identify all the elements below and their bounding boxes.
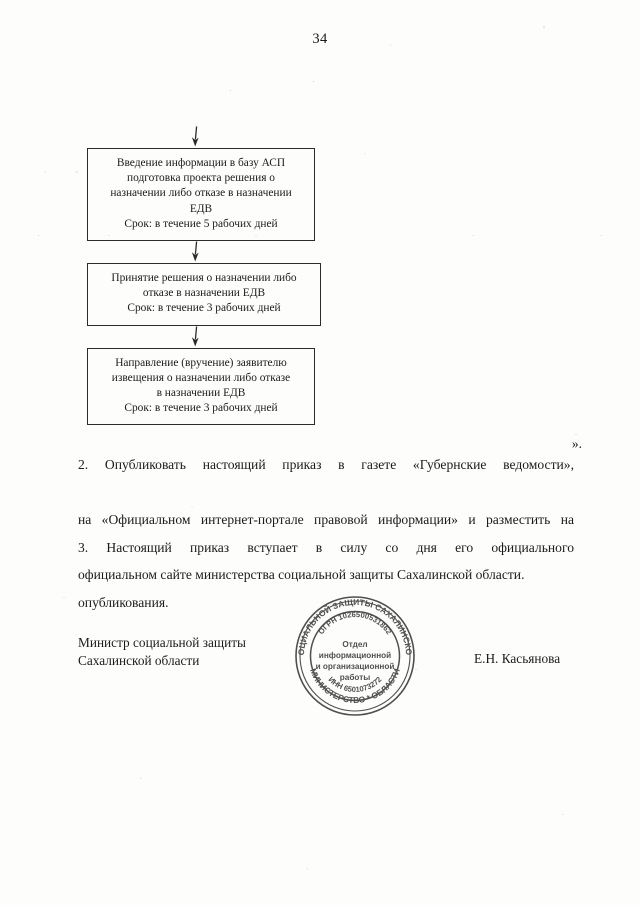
paragraph-2-line-3: официальном сайте министерства социально… (78, 566, 525, 582)
flow-box-1-line-2: подготовка проекта решения о (127, 172, 275, 185)
flow-arrow-0 (87, 126, 322, 148)
flow-box-1-line-4: ЕДВ (189, 202, 213, 215)
paragraph-2-line-2: на «Официальном интернет-портале правово… (78, 511, 574, 527)
closing-quotation-mark: ». (571, 436, 582, 451)
flow-box-notification: Направление (вручение) заявителю извещен… (87, 347, 315, 426)
stamp-center-line-3: и организационной (316, 662, 395, 671)
flow-box-1-line-1: Введение информации в базу АСП (116, 157, 286, 169)
flow-box-data-entry: Введение информации в базу АСП подготовк… (87, 148, 315, 242)
stamp-seal-icon: СОЦИАЛЬНОЙ ЗАЩИТЫ САХАЛИНСКОЙ МИНИСТЕРСТ… (291, 592, 415, 716)
stamp-center-line-4: работы (340, 672, 370, 682)
flow-box-2-line-2: отказе в назначении ЕДВ (142, 287, 266, 300)
signatory-title-line-1: Министр социальной защиты (78, 635, 246, 650)
paragraph-3-line-2: опубликования. (78, 594, 169, 610)
official-round-stamp: СОЦИАЛЬНОЙ ЗАЩИТЫ САХАЛИНСКОЙ МИНИСТЕРСТ… (291, 592, 419, 720)
stamp-center-line-2: информационной (319, 651, 391, 660)
flow-box-2-line-1: Принятие решения о назначении либо (111, 272, 297, 285)
flow-arrow-2 (87, 326, 322, 348)
paragraph-item-2: 2. Опубликовать настоящий приказ в газет… (78, 451, 574, 588)
arrow-down-icon (191, 126, 199, 147)
process-flowchart: Введение информации в базу АСП подготовк… (87, 126, 322, 426)
signature-title-block: Министр социальной защиты Сахалинской об… (78, 634, 246, 669)
flow-box-decision: Принятие решения о назначении либо отказ… (87, 263, 321, 326)
flow-arrow-1 (87, 241, 322, 263)
flow-box-1-line-3: назначении либо отказе в назначении (110, 187, 292, 200)
page-number: 34 (312, 31, 328, 47)
flow-box-1-line-5: Срок: в течение 5 рабочих дней (124, 217, 278, 230)
flow-box-3-line-3: в назначении ЕДВ (156, 387, 246, 400)
signatory-name: Е.Н. Касьянова (474, 651, 561, 666)
flow-box-3-line-1: Направление (вручение) заявителю (115, 356, 287, 369)
flow-box-3-line-4: Срок: в течение 3 рабочих дней (124, 402, 278, 415)
stamp-center-line-1: Отдел (342, 640, 367, 649)
paragraph-3-line-1: 3. Настоящий приказ вступает в силу со д… (78, 540, 574, 555)
arrow-down-icon (191, 241, 199, 262)
paragraph-2-line-1: 2. Опубликовать настоящий приказ в газет… (78, 457, 574, 472)
paragraph-item-3: 3. Настоящий приказ вступает в силу со д… (78, 534, 574, 616)
arrow-down-icon (191, 326, 199, 347)
flow-box-3-line-2: извещения о назначении либо отказе (111, 371, 291, 384)
signatory-title-line-2: Сахалинской области (78, 652, 200, 668)
flow-box-2-line-3: Срок: в течение 3 рабочих дней (127, 302, 281, 315)
